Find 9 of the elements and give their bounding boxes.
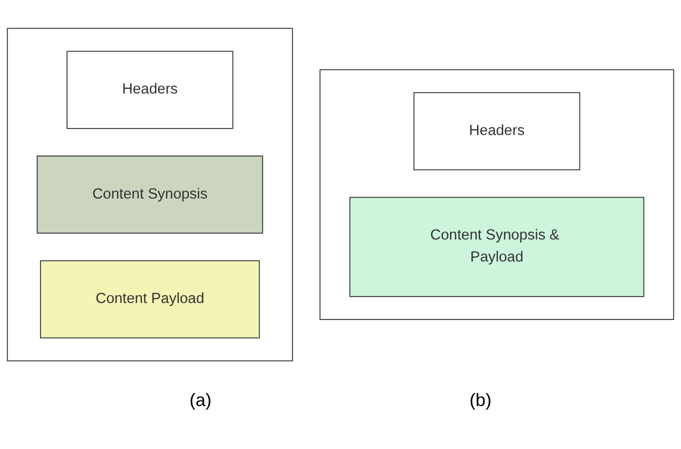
node-box: Content Payload [40,260,260,339]
cluster [6,28,293,362]
cluster [320,70,674,320]
node-box: Content Synopsis & Payload [349,197,644,298]
panel-caption: (a) [190,390,212,411]
node-box: Headers [413,92,580,171]
node-box: Content Synopsis [36,156,264,234]
panel-caption: (b) [470,390,492,411]
node-box: Headers [66,51,234,130]
